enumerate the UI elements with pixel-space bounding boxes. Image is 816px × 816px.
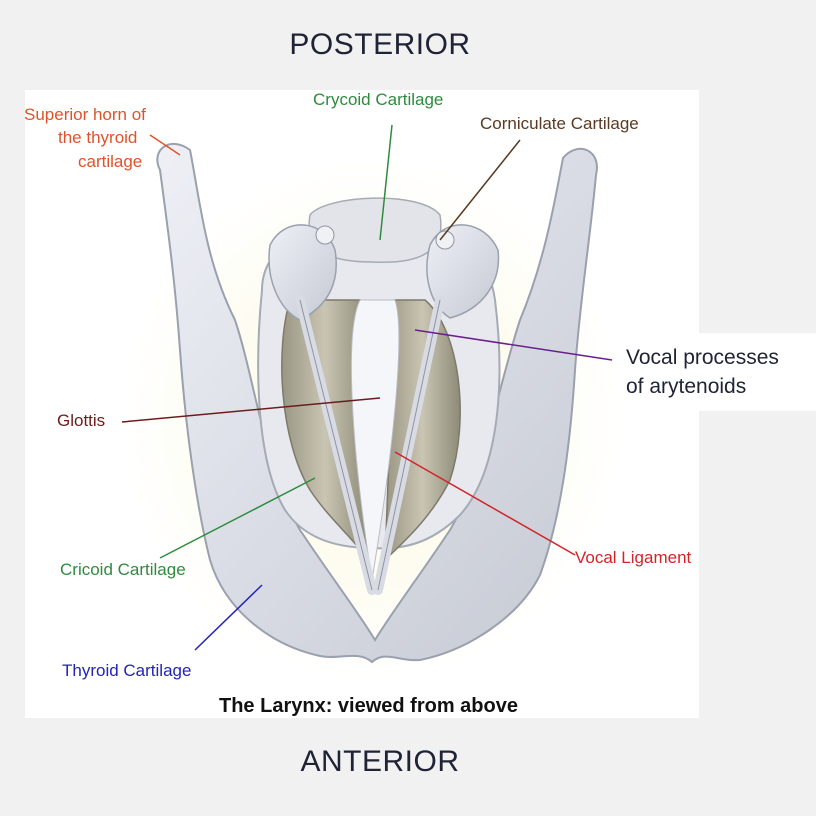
leader-superior-horn (149, 134, 181, 156)
glottis-label: Glottis (57, 411, 105, 430)
left-vocal-process-rod-edge (299, 299, 373, 591)
corniculate-cartilage-label: Corniculate Cartilage (480, 114, 639, 133)
vocal-processes-label-line1: Vocal processes (626, 346, 779, 369)
superior-horn-label-line2: the thyroid (58, 128, 137, 147)
vocal-processes-label-line2: of arytenoids (626, 375, 746, 398)
right-vocal-process-rod-edge (377, 299, 441, 591)
leader-corniculate (439, 139, 521, 241)
superior-horn-label-line1: Superior horn of (24, 105, 146, 124)
thyroid-cartilage-label: Thyroid Cartilage (62, 661, 191, 680)
leader-vocal-processes (414, 329, 613, 361)
leader-thyroid (194, 584, 263, 651)
posterior-label: POSTERIOR (289, 28, 471, 61)
left-arytenoid-shape (268, 224, 337, 321)
cricoid-cartilage-label: Cricoid Cartilage (60, 560, 186, 579)
right-corniculate-knob (435, 230, 455, 250)
leader-vocal-ligament (394, 451, 576, 556)
left-corniculate-knob (315, 225, 335, 245)
diagram-caption: The Larynx: viewed from above (219, 695, 518, 717)
leader-glottis (121, 397, 381, 423)
vocal-processes-callout-box (614, 333, 816, 411)
anterior-label: ANTERIOR (300, 745, 460, 778)
crycoid-cartilage-label: Crycoid Cartilage (313, 90, 443, 109)
leader-crycoid (379, 124, 393, 241)
leader-cricoid (159, 477, 316, 559)
right-vocal-fold-shape (384, 299, 461, 562)
superior-horn-label-line3: cartilage (78, 152, 142, 171)
vocal-ligament-label: Vocal Ligament (575, 548, 692, 567)
